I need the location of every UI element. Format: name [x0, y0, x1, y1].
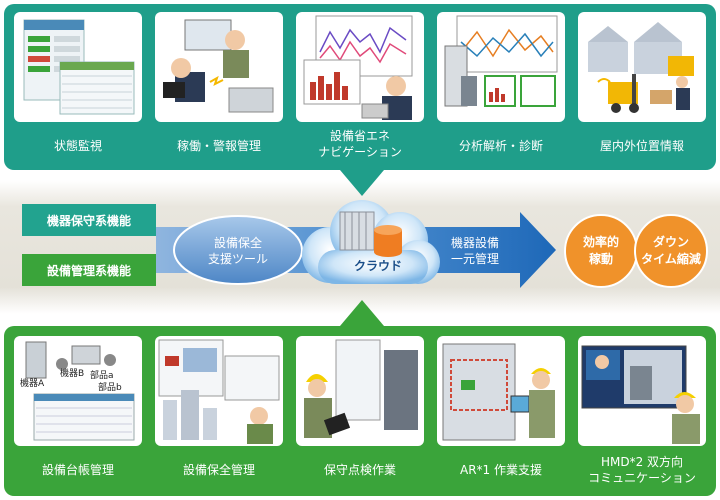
top-caption-3: 分析解析・診断 — [458, 139, 543, 153]
server-icon — [339, 211, 375, 251]
unify-label: 機器設備 一元管理 — [450, 236, 499, 266]
card-indoor-outdoor-location — [578, 12, 706, 122]
bottom-caption-4: HMD*2 双方向 コミュニケーション — [588, 455, 696, 485]
card-operation-alarm — [155, 12, 283, 122]
outcome-downtime: ダウン タイム縮減 — [634, 214, 708, 288]
cloud-label: クラウド — [353, 259, 402, 273]
top-connector-arrow — [340, 170, 384, 196]
management-functions-label: 設備管理系機能 — [22, 254, 156, 286]
ledger-text-machine-b: 機器B — [60, 367, 84, 379]
maintenance-functions-label: 機器保守系機能 — [22, 204, 156, 236]
database-icon — [374, 225, 402, 257]
bottom-caption-1: 設備保全管理 — [182, 463, 255, 477]
top-caption-1: 稼働・警報管理 — [176, 139, 261, 153]
card-equipment-ledger: 機器A 機器B 部品a 部品b — [14, 336, 142, 446]
ledger-text-part-b: 部品b — [98, 381, 122, 393]
card-analysis-diagnosis — [437, 12, 565, 122]
card-hmd-communication — [578, 336, 706, 446]
tool-label: 設備保全 支援ツール — [207, 236, 268, 266]
top-caption-0: 状態監視 — [53, 139, 102, 153]
bottom-caption-2: 保守点検作業 — [323, 463, 396, 477]
bottom-caption-0: 設備台帳管理 — [41, 463, 114, 477]
bottom-connector-arrow — [340, 300, 384, 326]
card-equipment-maintenance — [155, 336, 283, 446]
card-inspection-work — [296, 336, 424, 446]
outcome-efficiency: 効率的 稼動 — [564, 214, 638, 288]
tool-ellipse — [173, 215, 303, 285]
ledger-text-part-a: 部品a — [90, 369, 114, 381]
card-energy-navigation — [296, 12, 424, 122]
card-status-monitoring — [14, 12, 142, 122]
card-ar-support — [437, 336, 565, 446]
top-caption-4: 屋内外位置情報 — [599, 139, 684, 153]
bottom-caption-3: AR*1 作業支援 — [460, 463, 542, 477]
ledger-text-machine-a: 機器A — [20, 377, 45, 389]
top-caption-2: 設備省エネ ナビゲーション — [318, 129, 402, 159]
